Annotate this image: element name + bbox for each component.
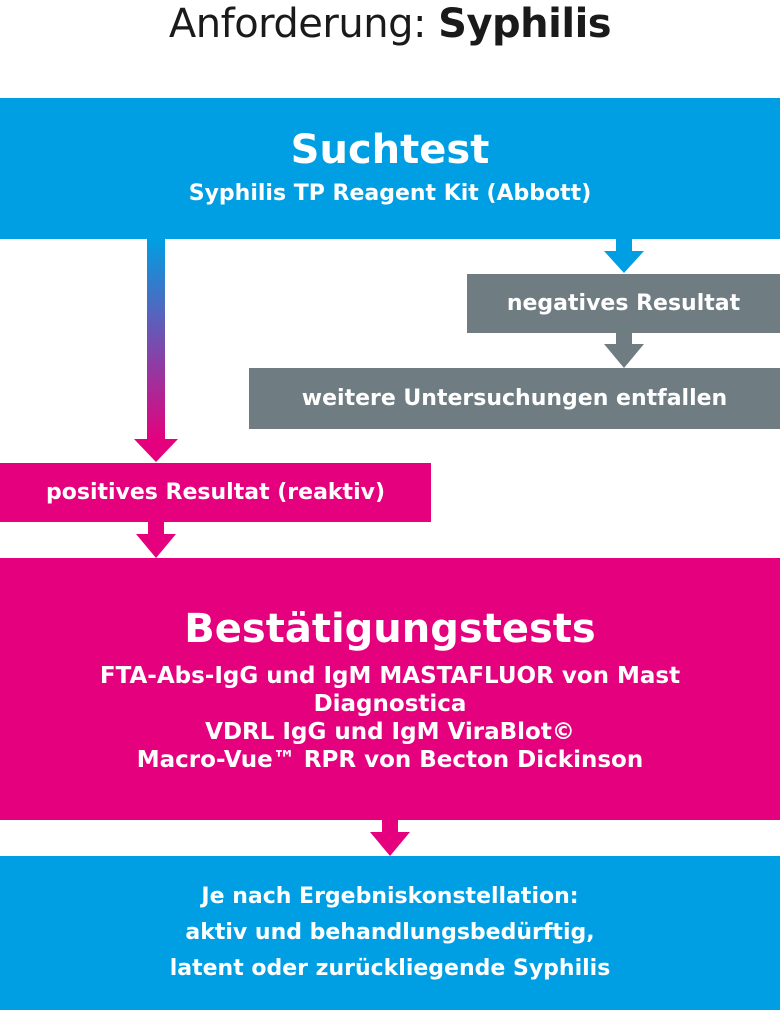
arrow-head-positive [134,439,178,462]
arrow-shaft-outcome [382,820,398,834]
page-title: Anforderung: Syphilis [0,0,780,50]
screening-box: Suchtest Syphilis TP Reagent Kit (Abbott… [0,98,780,239]
confirmation-test-line: Diagnostica [313,691,467,717]
no-further-tests-label: weitere Untersuchungen entfallen [301,385,728,411]
positive-result-box: positives Resultat (reaktiv) [0,463,431,522]
confirmation-test-line: VDRL IgG und IgM ViraBlot© [205,719,575,745]
arrow-shaft-confirmation [148,522,164,536]
outcome-line: aktiv und behandlungsbedürftig, [185,920,595,945]
arrow-shaft-positive [147,239,165,441]
negative-result-label: negatives Resultat [506,290,741,316]
outcome-line: latent oder zurückliegende Syphilis [169,956,611,981]
title-subject: Syphilis [438,1,612,47]
arrow-head-negative [604,251,644,273]
title-prefix: Anforderung: [168,1,439,47]
arrow-head-consequence [604,344,644,368]
negative-result-box: negatives Resultat [467,274,780,333]
screening-kit: Syphilis TP Reagent Kit (Abbott) [188,180,592,206]
outcome-line: Je nach Ergebniskonstellation: [201,884,579,909]
confirmation-test-line: Macro-Vue™ RPR von Becton Dickinson [136,747,644,773]
arrow-head-outcome [370,832,410,856]
confirmation-heading: Bestätigungstests [184,606,596,652]
screening-heading: Suchtest [290,126,490,173]
arrow-head-confirmation [136,534,176,558]
outcome-box: Je nach Ergebniskonstellation: aktiv und… [0,856,780,1010]
arrow-shaft-negative [616,239,632,253]
no-further-tests-box: weitere Untersuchungen entfallen [249,368,780,429]
arrow-shaft-consequence [616,333,632,346]
confirmation-test-line: FTA-Abs-IgG und IgM MASTAFLUOR von Mast [99,663,681,689]
positive-result-label: positives Resultat (reaktiv) [45,479,386,505]
confirmation-box: Bestätigungstests FTA-Abs-IgG und IgM MA… [0,558,780,820]
